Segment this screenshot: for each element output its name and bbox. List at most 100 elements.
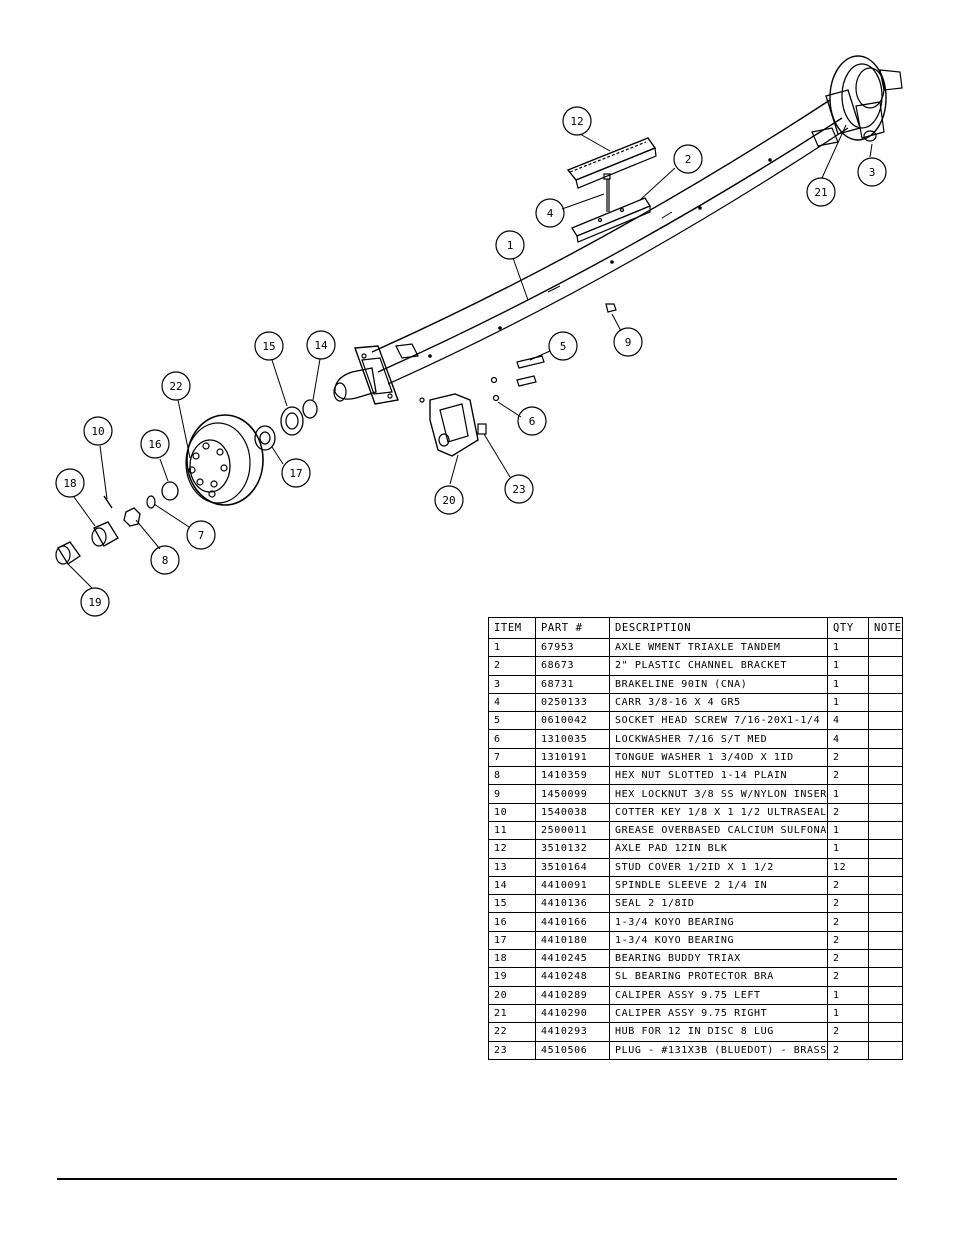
svg-text:2: 2	[685, 153, 692, 166]
cell-item: 22	[488, 1022, 536, 1042]
cell-qty: 1	[827, 674, 869, 694]
cell-description: LOCKWASHER 7/16 S/T MED	[609, 729, 828, 749]
callout-15: 15	[254, 331, 284, 361]
cell-description: SOCKET HEAD SCREW 7/16-20X1-1/4	[609, 711, 828, 731]
callout-14: 14	[306, 330, 336, 360]
svg-text:7: 7	[198, 529, 205, 542]
cell-qty: 1	[827, 784, 869, 804]
svg-text:12: 12	[570, 115, 583, 128]
header-note: NOTE	[868, 617, 903, 639]
cell-description: BEARING BUDDY TRIAX	[609, 949, 828, 969]
cell-part-number: 0250133	[535, 692, 610, 713]
cell-description: SL BEARING PROTECTOR BRA	[609, 967, 828, 987]
cell-note	[868, 912, 903, 932]
cell-qty: 2	[827, 1022, 869, 1042]
callout-22: 22	[161, 371, 191, 401]
cell-note	[868, 802, 903, 822]
cell-description: COTTER KEY 1/8 X 1 1/2 ULTRASEAL	[609, 802, 828, 822]
cell-item: 9	[488, 784, 536, 804]
cell-qty: 2	[827, 912, 869, 932]
callout-21: 21	[806, 177, 836, 207]
svg-text:20: 20	[442, 494, 455, 507]
cell-note	[868, 729, 903, 749]
cell-qty: 12	[827, 857, 869, 877]
cell-description: SEAL 2 1/8ID	[609, 894, 828, 914]
svg-text:6: 6	[529, 415, 536, 428]
cell-item: 18	[488, 949, 536, 969]
cell-qty: 1	[827, 692, 869, 713]
slotted-hex-nut	[123, 507, 141, 527]
cell-description: STUD COVER 1/2ID X 1 1/2	[609, 857, 828, 877]
inner-bearing	[254, 425, 276, 451]
cell-qty: 1	[827, 1003, 869, 1024]
cell-note	[868, 857, 903, 877]
cell-note	[868, 692, 903, 713]
callout-4: 4	[535, 198, 565, 228]
cell-part-number: 4410166	[535, 912, 610, 932]
cell-note	[868, 784, 903, 804]
socket-screws	[419, 355, 545, 403]
tongue-washer	[146, 495, 156, 509]
cell-note	[868, 985, 903, 1005]
svg-text:14: 14	[314, 339, 328, 352]
cell-item: 7	[488, 747, 536, 768]
cell-note	[868, 1040, 903, 1060]
cell-qty: 2	[827, 1040, 869, 1060]
cell-part-number: 4410180	[535, 930, 610, 951]
cell-qty: 2	[827, 949, 869, 969]
callout-12: 12	[562, 106, 592, 136]
svg-text:18: 18	[63, 477, 76, 490]
cell-item: 10	[488, 802, 536, 822]
callout-18: 18	[55, 468, 85, 498]
cell-item: 6	[488, 729, 536, 749]
cell-part-number: 1310035	[535, 729, 610, 749]
cell-part-number: 1310191	[535, 747, 610, 768]
exploded-axle-diagram: 1 2 3 4 5 6 7 8 9 10 12 14 15 16 17 18 1…	[55, 55, 903, 617]
cell-note	[868, 894, 903, 914]
cell-item: 21	[488, 1003, 536, 1024]
cell-item: 2	[488, 656, 536, 676]
bearing-buddy	[91, 521, 119, 547]
cell-qty: 1	[827, 985, 869, 1005]
cell-description: PLUG - #131X3B (BLUEDOT) - BRASS	[609, 1040, 828, 1060]
callout-19: 19	[80, 587, 110, 617]
channel-bracket	[571, 197, 651, 243]
footer-rule	[57, 1178, 897, 1180]
cell-qty: 2	[827, 967, 869, 987]
cell-description: HUB FOR 12 IN DISC 8 LUG	[609, 1022, 828, 1042]
callout-2: 2	[673, 144, 703, 174]
cell-part-number: 2500011	[535, 820, 610, 841]
svg-text:16: 16	[148, 438, 161, 451]
bearing-protector	[55, 541, 81, 565]
seal	[280, 406, 304, 436]
cell-item: 15	[488, 894, 536, 914]
cell-note	[868, 656, 903, 676]
cell-note	[868, 820, 903, 841]
cell-part-number: 4410293	[535, 1022, 610, 1042]
svg-text:19: 19	[88, 596, 101, 609]
header-part-number: PART #	[535, 617, 610, 639]
svg-text:17: 17	[289, 467, 302, 480]
cell-description: BRAKELINE 90IN (CNA)	[609, 674, 828, 694]
cell-item: 5	[488, 711, 536, 731]
cell-note	[868, 766, 903, 786]
cell-qty: 1	[827, 637, 869, 658]
cell-note	[868, 930, 903, 951]
svg-text:22: 22	[169, 380, 182, 393]
cell-item: 17	[488, 930, 536, 951]
cell-description: 1-3/4 KOYO BEARING	[609, 912, 828, 932]
svg-text:5: 5	[560, 340, 567, 353]
cell-note	[868, 949, 903, 969]
callout-5: 5	[548, 331, 578, 361]
cell-item: 8	[488, 766, 536, 786]
cell-item: 3	[488, 674, 536, 694]
